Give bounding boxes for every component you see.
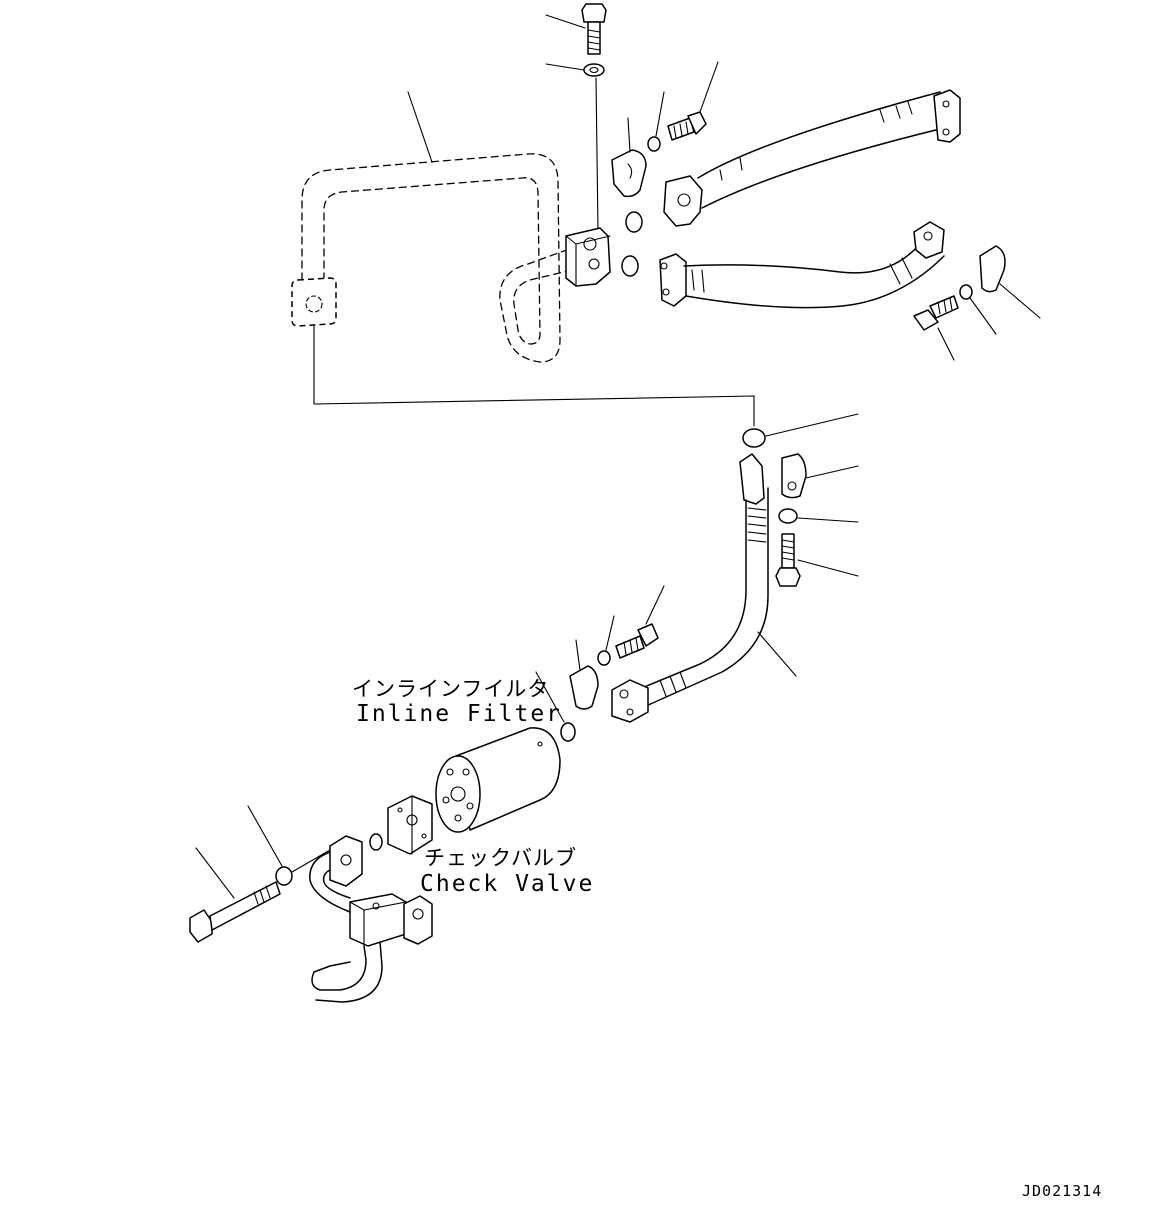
washer-mid: [778, 508, 798, 524]
check-valve-label-jp: チェックバルブ: [424, 846, 577, 870]
split-flange-upper: [611, 149, 647, 198]
leader-washer-lower: [605, 615, 615, 651]
leader-washer-mid: [797, 517, 859, 523]
check-valve-label-en: Check Valve: [420, 871, 595, 897]
o-ring-lower: [560, 722, 576, 742]
assembly-line-bottom: [291, 849, 331, 873]
middle-hose: [611, 453, 769, 723]
o-ring-mid: [742, 428, 766, 448]
leader-split-flange-right: [999, 283, 1041, 319]
connection-line: [313, 325, 755, 427]
o-ring-center: [621, 255, 639, 277]
leader-middle-hose: [757, 631, 797, 677]
washer-right: [959, 284, 973, 300]
bolt-upper-mid: [667, 111, 707, 141]
bolt-top: [581, 3, 607, 55]
inline-filter: [435, 727, 561, 833]
leader-o-ring-lower: [535, 671, 565, 723]
drawing-code: JD021314: [1022, 1182, 1103, 1200]
washer-top: [583, 63, 605, 77]
washer-upper-mid: [647, 136, 661, 152]
split-flange-lower: [569, 665, 599, 710]
bolt-mid: [775, 533, 801, 587]
leader-washer-upper-mid: [655, 91, 665, 137]
leader-split-flange-mid: [805, 465, 859, 479]
right-hose: [659, 221, 945, 309]
split-flange-right: [979, 245, 1006, 293]
inline-filter-label-jp: インラインフイルタ: [352, 677, 550, 701]
o-ring-check-valve: [369, 833, 383, 851]
leader-dashed-pipe: [407, 91, 433, 163]
bottom-block: [309, 835, 433, 1003]
bolt-right: [913, 295, 959, 331]
center-block: [565, 227, 611, 287]
leader-bolt-right: [937, 327, 955, 361]
inline-filter-label-en: Inline Filter: [356, 701, 563, 727]
check-valve: [387, 795, 433, 855]
leader-bolt-upper-mid: [699, 61, 719, 113]
leader-split-flange-lower: [575, 639, 581, 671]
leader-bolt-long: [195, 847, 235, 899]
leader-split-flange-upper: [627, 117, 631, 153]
leader-bolt-top: [545, 14, 586, 29]
washer-lower: [597, 650, 611, 666]
dashed-pipe: [291, 153, 573, 363]
assembly-line-bolt-top: [595, 77, 599, 233]
upper-hose: [663, 89, 961, 227]
leader-o-ring-mid: [765, 413, 859, 437]
o-ring-upper: [625, 211, 643, 233]
bolt-long: [189, 881, 281, 943]
leader-washer-bottom: [247, 805, 283, 867]
leader-washer-right: [969, 297, 997, 335]
leader-bolt-mid: [797, 559, 859, 577]
washer-bottom: [275, 866, 293, 886]
leader-bolt-lower: [645, 585, 665, 625]
leader-washer-top: [545, 63, 585, 71]
bolt-lower: [615, 623, 659, 659]
split-flange-mid: [781, 453, 807, 499]
